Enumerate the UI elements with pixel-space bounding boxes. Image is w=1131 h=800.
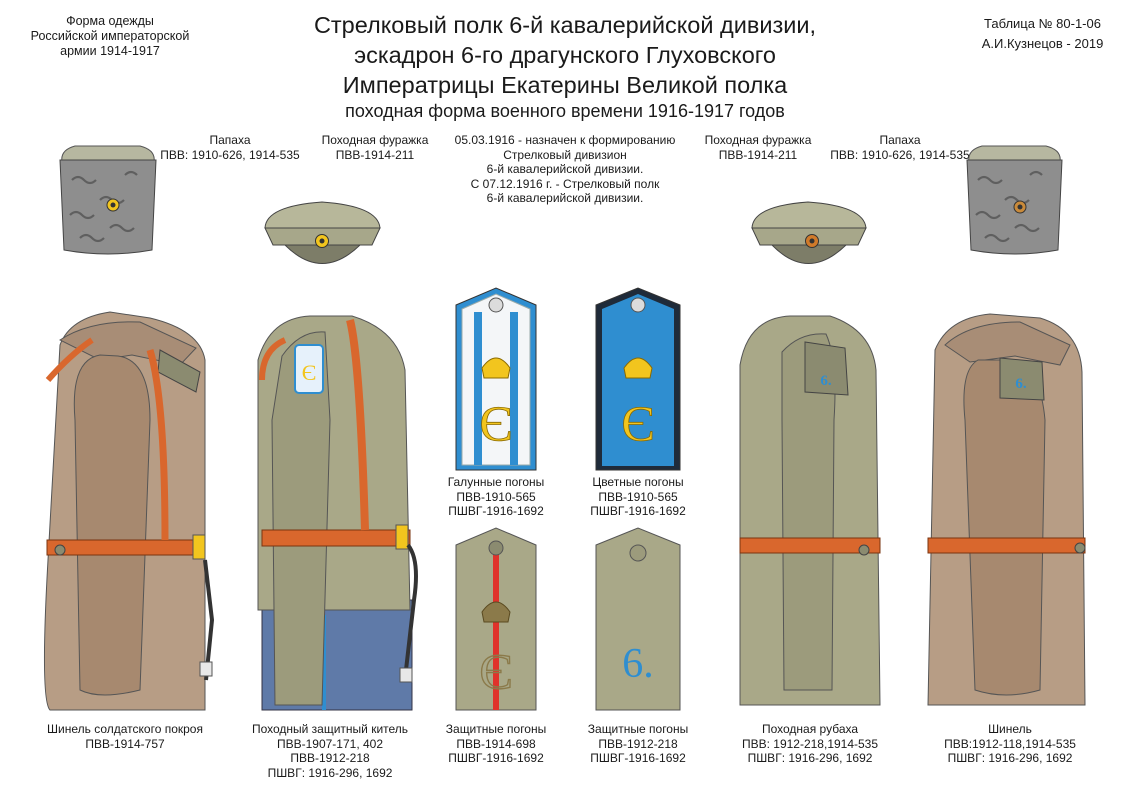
svg-text:6.: 6. <box>1015 376 1027 392</box>
board-ref: ПВВ-1910-565 <box>598 489 678 504</box>
label-khaki-cipher-boards: Защитные погоны ПВВ-1914-698 ПШВГ-1916-1… <box>430 722 562 766</box>
series-caption: Форма одежды Российской императорской ар… <box>10 14 210 59</box>
papakha-left-illustration <box>59 145 157 255</box>
svg-text:Є: Є <box>479 643 512 699</box>
figure-ref: ПВВ-1907-171, 402 <box>276 736 384 751</box>
hat-ref: ПВВ-1914-211 <box>718 147 798 162</box>
greatcoat-figure: 6. <box>927 313 1086 706</box>
figure-ref: ПВВ:1912-118,1914-535 <box>944 736 1076 751</box>
hat-ref: ПВВ: 1910-626, 1914-535 <box>160 147 300 162</box>
colored-shoulder-board: Є <box>595 287 681 471</box>
hat-ref: ПВВ: 1910-626, 1914-535 <box>830 147 970 162</box>
board-ref: ПШВГ-1916-1692 <box>590 751 686 765</box>
history-line: 6-й кавалерийской дивизии. <box>486 191 644 205</box>
field-shirt-figure: 6. <box>739 315 881 706</box>
series-line: армии 1914-1917 <box>60 44 160 58</box>
figure-ref: ПВВ-1912-218 <box>290 751 370 765</box>
hat-name: Походная фуражка <box>704 133 812 147</box>
history-line: 05.03.1916 - назначен к формированию <box>454 133 676 147</box>
hat-ref: ПВВ-1914-211 <box>335 147 415 162</box>
figure-ref: ПШВГ: 1916-296, 1692 <box>747 751 873 765</box>
history-note: 05.03.1916 - назначен к формированию Стр… <box>445 133 685 206</box>
figure-name: Походный защитный китель <box>251 722 409 736</box>
hat-label-papakha-right: Папаха ПВВ: 1910-626, 1914-535 <box>820 133 980 162</box>
figure-name: Походная рубаха <box>761 722 859 736</box>
svg-text:Є: Є <box>302 360 317 385</box>
board-name: Цветные погоны <box>592 475 684 489</box>
board-ref: ПШВГ-1916-1692 <box>448 504 544 518</box>
history-line: 6-й кавалерийской дивизии. <box>486 162 644 176</box>
figure-ref: ПВВ: 1912-218,1914-535 <box>741 736 879 751</box>
board-name: Защитные погоны <box>587 722 689 736</box>
hat-label-cap-left: Походная фуражка ПВВ-1914-211 <box>305 133 445 162</box>
label-greatcoat: Шинель ПВВ:1912-118,1914-535 ПШВГ: 1916-… <box>925 722 1095 766</box>
figure-ref: ПВВ-1914-757 <box>85 736 165 751</box>
cap-left-illustration <box>264 201 381 264</box>
title-line: эскадрон 6-го драгунского Глуховского <box>354 42 776 68</box>
galloon-shoulder-board: Є <box>455 287 537 471</box>
figure-name: Шинель солдатского покроя <box>47 722 203 736</box>
hat-label-papakha-left: Папаха ПВВ: 1910-626, 1914-535 <box>150 133 310 162</box>
label-field-tunic: Походный защитный китель ПВВ-1907-171, 4… <box>240 722 420 780</box>
label-field-shirt: Походная рубаха ПВВ: 1912-218,1914-535 П… <box>725 722 895 766</box>
board-name: Галунные погоны <box>447 475 545 489</box>
author-year: А.И.Кузнецов - 2019 <box>981 36 1104 51</box>
page-title: Стрелковый полк 6-й кавалерийской дивизи… <box>240 10 890 100</box>
hat-name: Папаха <box>879 133 921 147</box>
table-number-block: Таблица № 80-1-06 А.И.Кузнецов - 2019 <box>960 14 1125 54</box>
label-greatcoat-soldier: Шинель солдатского покроя ПВВ-1914-757 <box>35 722 215 751</box>
svg-text:Є: Є <box>621 395 654 451</box>
label-khaki-number-boards: Защитные погоны ПВВ-1912-218 ПШВГ-1916-1… <box>572 722 704 766</box>
field-tunic-figure: Є <box>257 315 418 711</box>
figure-ref: ПШВГ: 1916-296, 1692 <box>267 765 393 780</box>
svg-text:Є: Є <box>479 395 512 451</box>
figure-name: Шинель <box>988 722 1032 736</box>
page-subtitle: походная форма военного времени 1916-191… <box>345 101 785 121</box>
history-line: Стрелковый дивизион <box>503 147 627 162</box>
papakha-right-illustration <box>966 145 1063 255</box>
label-galloon-boards: Галунные погоны ПВВ-1910-565 ПШВГ-1916-1… <box>430 475 562 519</box>
title-line: Императрицы Екатерины Великой полка <box>342 72 788 98</box>
board-ref: ПВВ-1914-698 <box>456 736 536 751</box>
board-regiment-number: 6. <box>622 641 654 687</box>
table-number: Таблица № 80-1-06 <box>984 16 1101 31</box>
series-line: Форма одежды <box>66 14 154 28</box>
board-ref: ПВВ-1912-218 <box>598 736 678 751</box>
cap-right-illustration <box>751 201 867 264</box>
hat-name: Походная фуражка <box>321 133 429 147</box>
greatcoat-soldier-figure <box>43 311 215 711</box>
history-line: С 07.12.1916 г. - Стрелковый полк <box>470 176 660 191</box>
figure-ref: ПШВГ: 1916-296, 1692 <box>947 751 1073 765</box>
hat-name: Папаха <box>209 133 251 147</box>
board-name: Защитные погоны <box>445 722 547 736</box>
label-colored-boards: Цветные погоны ПВВ-1910-565 ПШВГ-1916-16… <box>572 475 704 519</box>
khaki-cipher-shoulder-board: Є <box>455 527 537 711</box>
svg-text:6.: 6. <box>820 373 832 389</box>
board-ref: ПШВГ-1916-1692 <box>448 751 544 765</box>
board-ref: ПВВ-1910-565 <box>456 489 536 504</box>
board-ref: ПШВГ-1916-1692 <box>590 504 686 518</box>
hat-label-cap-right: Походная фуражка ПВВ-1914-211 <box>688 133 828 162</box>
title-line: Стрелковый полк 6-й кавалерийской дивизи… <box>313 12 817 38</box>
series-line: Российской императорской <box>30 29 190 43</box>
